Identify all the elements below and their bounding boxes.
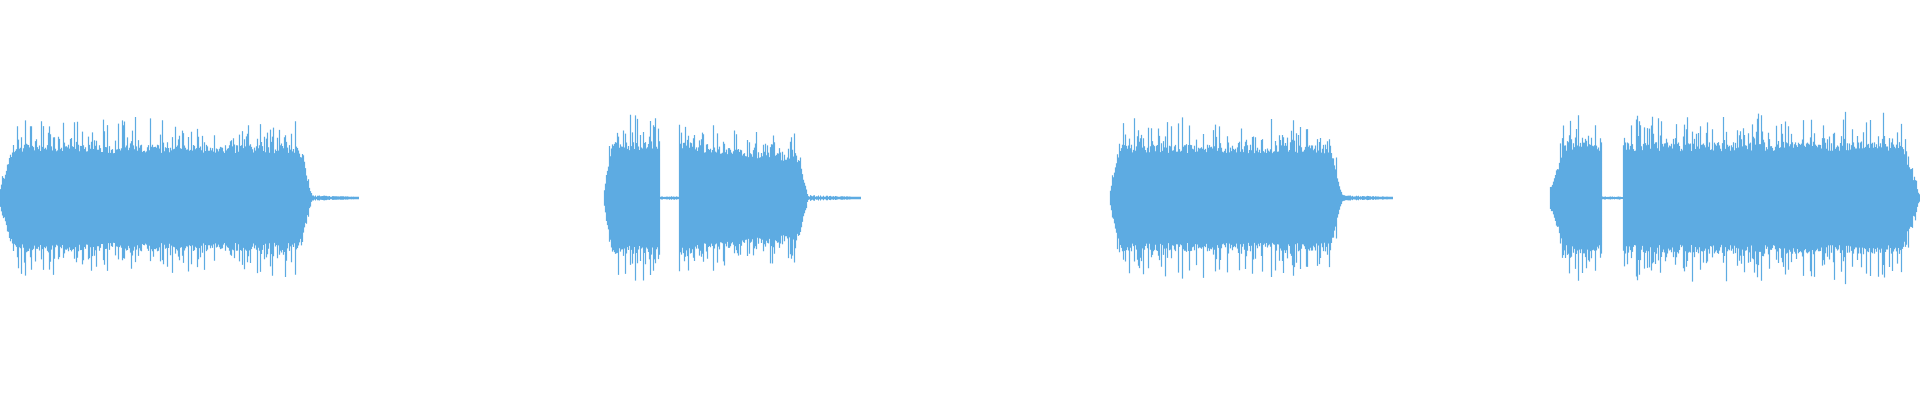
waveform-clip-4-body <box>1549 111 1920 285</box>
waveform-clip-1 <box>0 117 359 277</box>
waveform-clip-1-body <box>0 117 314 277</box>
waveform-clip-3 <box>1109 117 1393 279</box>
waveform-clip-4 <box>1549 111 1920 285</box>
waveform-clip-3-tail <box>1342 195 1393 201</box>
waveform-clip-2-body <box>603 114 810 281</box>
waveform-clip-2-tail <box>808 195 861 201</box>
waveform-clip-1-tail <box>312 195 359 201</box>
waveform-clip-2 <box>603 114 861 281</box>
waveform-clip-3-body <box>1109 117 1344 279</box>
